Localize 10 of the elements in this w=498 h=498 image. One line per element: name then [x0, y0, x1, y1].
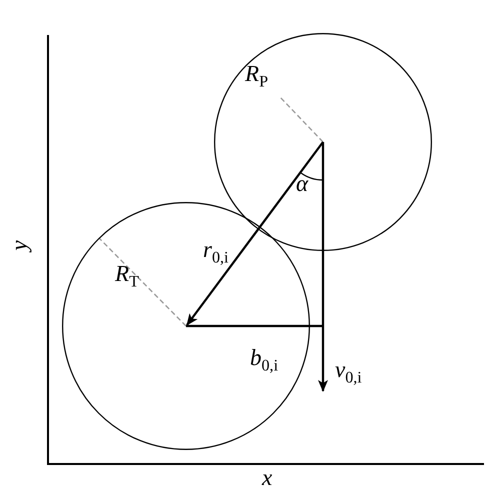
axis-label: x — [262, 466, 272, 489]
distance-label: b$_{0,i}$ — [250, 346, 278, 375]
circle — [62, 202, 310, 450]
circle — [214, 33, 432, 251]
angle-label: α — [296, 172, 308, 195]
vector-label: r$_{0,i}$ — [203, 238, 228, 267]
vector-label: v$_{0,i}$ — [335, 358, 362, 387]
radius-label: R$_{P}$ — [245, 62, 268, 91]
axis-label: y — [8, 240, 31, 251]
radius-label: R$_{T}$ — [115, 262, 139, 291]
